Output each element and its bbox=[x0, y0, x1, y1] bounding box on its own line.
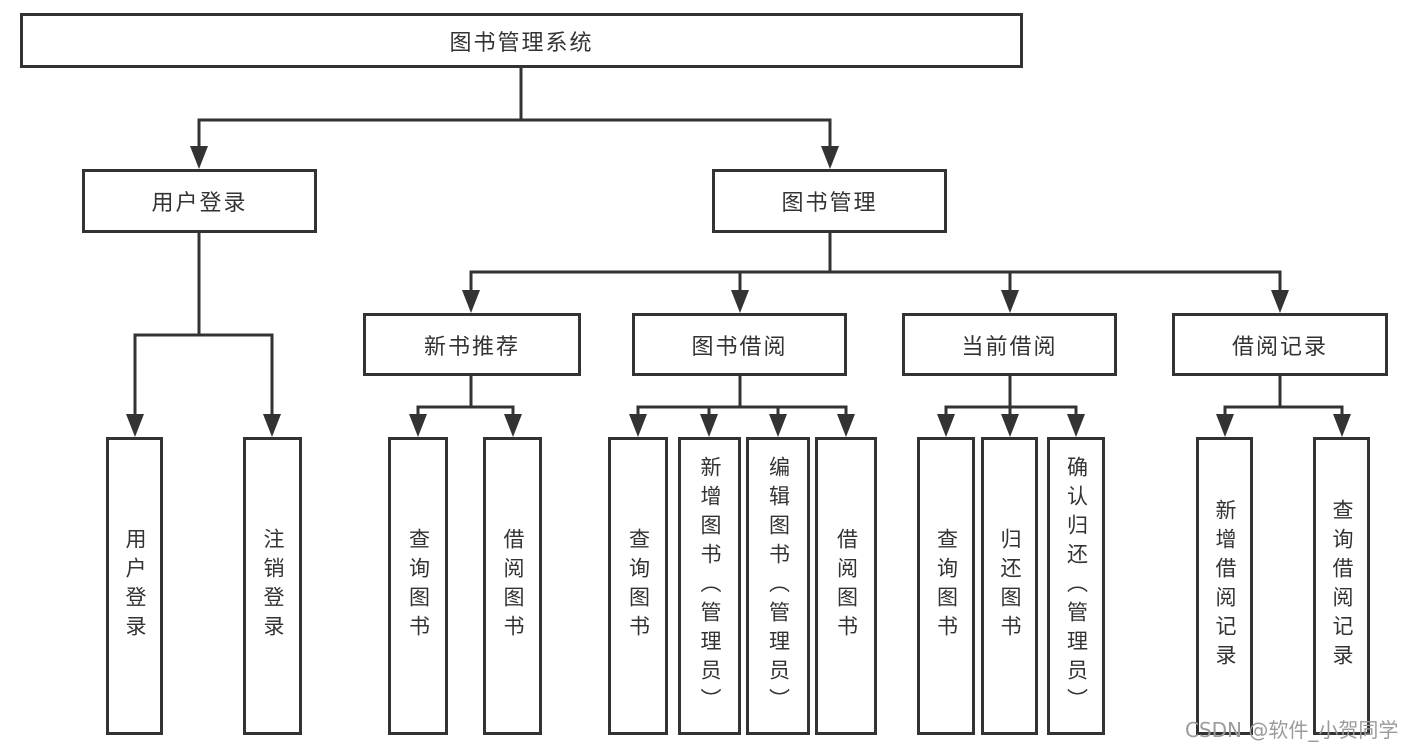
connector-current-borrow-children bbox=[937, 376, 1085, 437]
connector-root-to-branches bbox=[190, 68, 839, 169]
connector-new-book-rec-children bbox=[409, 376, 522, 437]
node-book-management-branch: 图书管理 bbox=[712, 169, 947, 233]
node-book-borrow-label: 图书借阅 bbox=[691, 334, 788, 360]
node-root-label: 图书管理系统 bbox=[449, 30, 594, 56]
leaf-br-add-record-label: 新增借阅记录 bbox=[1213, 499, 1237, 673]
leaf-cb-query-books-label: 查询图书 bbox=[934, 528, 959, 644]
leaf-nbr-borrow-books-label: 借阅图书 bbox=[501, 528, 525, 644]
leaf-br-query-record-label: 查询借阅记录 bbox=[1330, 499, 1354, 673]
leaf-user-login-label: 用户登录 bbox=[123, 528, 147, 644]
leaf-user-login: 用户登录 bbox=[106, 437, 163, 735]
node-book-management-branch-label: 图书管理 bbox=[781, 191, 878, 216]
leaf-cb-confirm-return-admin: 确认归还（管理员） bbox=[1047, 437, 1105, 735]
leaf-bb-borrow-books: 借阅图书 bbox=[815, 437, 877, 735]
leaf-cb-confirm-return-admin-label: 确认归还（管理员） bbox=[1064, 455, 1089, 717]
leaf-bb-query-books: 查询图书 bbox=[608, 437, 668, 735]
node-root-book-management-system: 图书管理系统 bbox=[20, 13, 1023, 68]
connector-book-borrow-children bbox=[629, 376, 855, 437]
leaf-nbr-query-books-label: 查询图书 bbox=[406, 528, 431, 644]
node-new-book-recommend-label: 新书推荐 bbox=[423, 334, 520, 360]
node-borrow-records: 借阅记录 bbox=[1172, 313, 1388, 376]
leaf-cb-return-books-label: 归还图书 bbox=[998, 528, 1022, 644]
leaf-bb-add-books-admin: 新增图书（管理员） bbox=[678, 437, 741, 735]
leaf-bb-query-books-label: 查询图书 bbox=[626, 528, 651, 644]
leaf-br-query-record: 查询借阅记录 bbox=[1313, 437, 1370, 735]
node-current-borrow-label: 当前借阅 bbox=[961, 334, 1058, 360]
connector-borrow-records-children bbox=[1216, 376, 1351, 437]
connector-book-mgmt-children bbox=[462, 233, 1289, 313]
leaf-logout: 注销登录 bbox=[243, 437, 302, 735]
csdn-watermark: CSDN @软件_小贺同学 bbox=[1185, 718, 1399, 742]
node-current-borrow: 当前借阅 bbox=[902, 313, 1117, 376]
leaf-bb-borrow-books-label: 借阅图书 bbox=[834, 528, 859, 644]
node-user-login-branch: 用户登录 bbox=[82, 169, 317, 233]
leaf-logout-label: 注销登录 bbox=[261, 528, 285, 644]
node-new-book-recommend: 新书推荐 bbox=[363, 313, 581, 376]
leaf-bb-edit-books-admin: 编辑图书（管理员） bbox=[746, 437, 810, 735]
leaf-bb-edit-books-admin-label: 编辑图书（管理员） bbox=[766, 455, 791, 717]
node-user-login-branch-label: 用户登录 bbox=[151, 191, 248, 216]
leaf-nbr-borrow-books: 借阅图书 bbox=[483, 437, 542, 735]
node-book-borrow: 图书借阅 bbox=[632, 313, 847, 376]
leaf-cb-return-books: 归还图书 bbox=[981, 437, 1038, 735]
node-borrow-records-label: 借阅记录 bbox=[1231, 334, 1328, 360]
connector-user-login-children bbox=[126, 233, 281, 437]
leaf-nbr-query-books: 查询图书 bbox=[388, 437, 448, 735]
leaf-cb-query-books: 查询图书 bbox=[917, 437, 975, 735]
leaf-br-add-record: 新增借阅记录 bbox=[1196, 437, 1253, 735]
leaf-bb-add-books-admin-label: 新增图书（管理员） bbox=[698, 455, 722, 717]
